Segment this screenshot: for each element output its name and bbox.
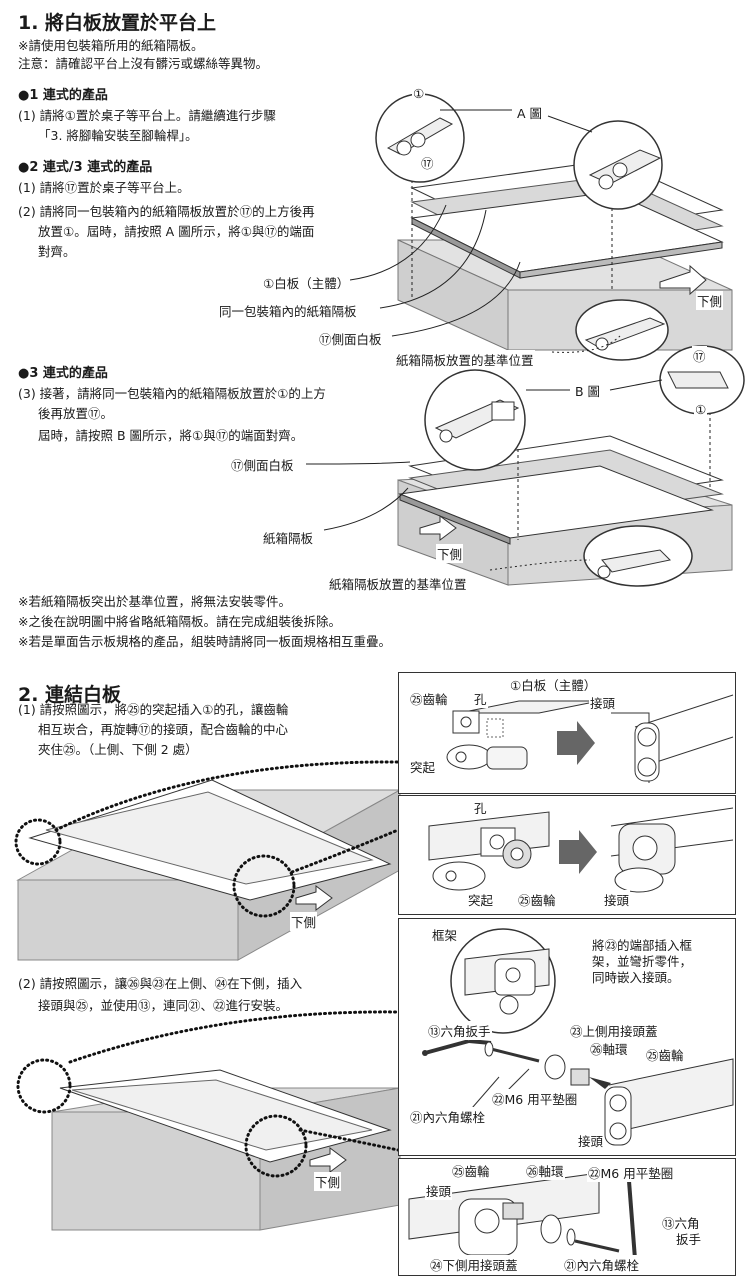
box3-collar-label: ㉖軸環 (589, 1039, 629, 1058)
note-1: ※請使用包裝箱所用的紙箱隔板。 (18, 38, 204, 53)
box2-bump-label: 突起 (467, 890, 495, 909)
detail-box-3: 框架 將㉓的端部插入框 架，並彎折零件， 同時嵌入接頭。 ⑬六角扳手 ㉓上側用接… (398, 918, 736, 1156)
fig-a-side-label: ⑰側面白板 (318, 329, 383, 348)
box4-hex-label-1: ⑬六角 (661, 1213, 701, 1232)
box3-washer-label: ㉒M6 用平墊圈 (491, 1089, 579, 1108)
three-line-3: 屆時，請按照 B 圖所示，將①與⑰的端面對齊。 (38, 428, 304, 443)
three-line-2: 後再放置⑰。 (38, 406, 114, 421)
fig-b-circled-1: ① (694, 402, 708, 417)
step1-line-2: 相互崁合，再旋轉⑰的接頭，配合齒輪的中心 (38, 722, 289, 737)
box3-hex-label: ⑬六角扳手 (427, 1021, 492, 1040)
step1-line-3: 夾住㉕。（上側、下側 2 處） (38, 742, 198, 757)
fig-b-side-label: ⑰側面白板 (230, 455, 295, 474)
detail-box-2: 孔 突起 ㉕齒輪 接頭 (398, 795, 736, 915)
box1-board-label: ①白板（主體） (509, 675, 598, 694)
box1-gear-label: ㉕齒輪 (409, 689, 449, 708)
box2-joint-label: 接頭 (603, 890, 631, 909)
detail-box-4: ㉕齒輪 ㉖軸環 ㉒M6 用平墊圈 接頭 ⑬六角 扳手 ㉔下側用接頭蓋 ㉑內六角螺… (398, 1158, 736, 1276)
heading-three-set: ●3 連式的產品 (18, 366, 108, 381)
heading-one-set: ●1 連式的產品 (18, 88, 108, 103)
box4-washer-label: ㉒M6 用平墊圈 (587, 1163, 675, 1182)
box4-lower-label: ㉔下側用接頭蓋 (429, 1255, 519, 1274)
box3-note-2: 架，並彎折零件， (591, 951, 694, 970)
fig-a-down-label: 下側 (696, 291, 724, 310)
step2-line-2: 接頭與㉕，並使用⑬，連同㉑、㉒進行安裝。 (38, 998, 289, 1013)
fig-b-ref-label: 紙箱隔板放置的基準位置 (328, 574, 468, 593)
section1-title: 1. 將白板放置於平台上 (18, 12, 217, 34)
two-line-3: 放置①。屆時，請按照 A 圖所示，將①與⑰的端面 (38, 224, 315, 239)
box4-gear-label: ㉕齒輪 (451, 1161, 491, 1180)
two-line-4: 對齊。 (38, 244, 76, 259)
drawing1-down-label: 下側 (290, 912, 318, 931)
box2-gear-label: ㉕齒輪 (517, 890, 557, 909)
box4-joint-label: 接頭 (425, 1181, 453, 1200)
fig-a-sheet-label: 同一包裝箱內的紙箱隔板 (218, 301, 358, 320)
fig-a-circled-17: ⑰ (420, 153, 435, 172)
fig-a-label: A 圖 (516, 103, 544, 122)
box1-joint-label: 接頭 (589, 693, 617, 712)
box3-note-3: 同時嵌入接頭。 (591, 967, 681, 986)
detail-box-1: ①白板（主體） ㉕齒輪 孔 接頭 突起 (398, 672, 736, 794)
two-line-1: (1) 請將⑰置於桌子等平台上。 (18, 180, 190, 195)
note-2: 注意：請確認平台上沒有髒污或螺絲等異物。 (18, 56, 269, 71)
box3-bolt-label: ㉑內六角螺栓 (409, 1107, 487, 1126)
heading-two-set: ●2 連式/3 連式的產品 (18, 160, 153, 175)
box4-bolt-label: ㉑內六角螺栓 (563, 1255, 641, 1274)
two-line-2: (2) 請將同一包裝箱內的紙箱隔板放置於⑰的上方後再 (18, 204, 315, 219)
box3-upper-label: ㉓上側用接頭蓋 (569, 1021, 659, 1040)
fig-b-circled-17: ⑰ (692, 346, 707, 365)
drawing2-down-label: 下側 (314, 1172, 342, 1191)
box3-gear-label: ㉕齒輪 (645, 1045, 685, 1064)
box3-note-1: 將㉓的端部插入框 (591, 935, 694, 954)
fig-b-label: B 圖 (574, 381, 602, 400)
step2-line-1: (2) 請按照圖示，讓㉖與㉓在上側、㉔在下側，插入 (18, 976, 303, 991)
fig-b-down-label: 下側 (436, 544, 464, 563)
box1-hole-label: 孔 (473, 689, 488, 708)
fig-a-board-label: ①白板（主體） (262, 273, 351, 292)
box4-collar-label: ㉖軸環 (525, 1161, 565, 1180)
footnote-1: ※若紙箱隔板突出於基準位置，將無法安裝零件。 (18, 594, 291, 609)
fig-a-ref-label: 紙箱隔板放置的基準位置 (395, 350, 535, 369)
footnote-2: ※之後在說明圖中將省略紙箱隔板。請在完成組裝後拆除。 (18, 614, 341, 629)
three-line-1: (3) 接著，請將同一包裝箱內的紙箱隔板放置於①的上方 (18, 386, 326, 401)
step1-line-1: (1) 請按照圖示，將㉕的突起插入①的孔，讓齒輪 (18, 702, 289, 717)
section2-title: 2. 連結白板 (18, 684, 122, 706)
box3-joint-label: 接頭 (577, 1131, 605, 1150)
footnote-3: ※若是單面告示板規格的產品，組裝時請將同一板面規格相互重疊。 (18, 634, 391, 649)
fig-a-circled-1: ① (412, 86, 426, 101)
fig-b-sheet-label: 紙箱隔板 (262, 528, 315, 547)
box4-hex-label-2: 扳手 (675, 1229, 703, 1248)
box1-bump-label: 突起 (409, 757, 437, 776)
one-line-1: (1) 請將①置於桌子等平台上。請繼續進行步驟 (18, 108, 276, 123)
box3-frame-label: 框架 (431, 925, 459, 944)
box2-hole-label: 孔 (473, 798, 488, 817)
one-line-2: 「3. 將腳輪安裝至腳輪桿」。 (38, 128, 198, 143)
